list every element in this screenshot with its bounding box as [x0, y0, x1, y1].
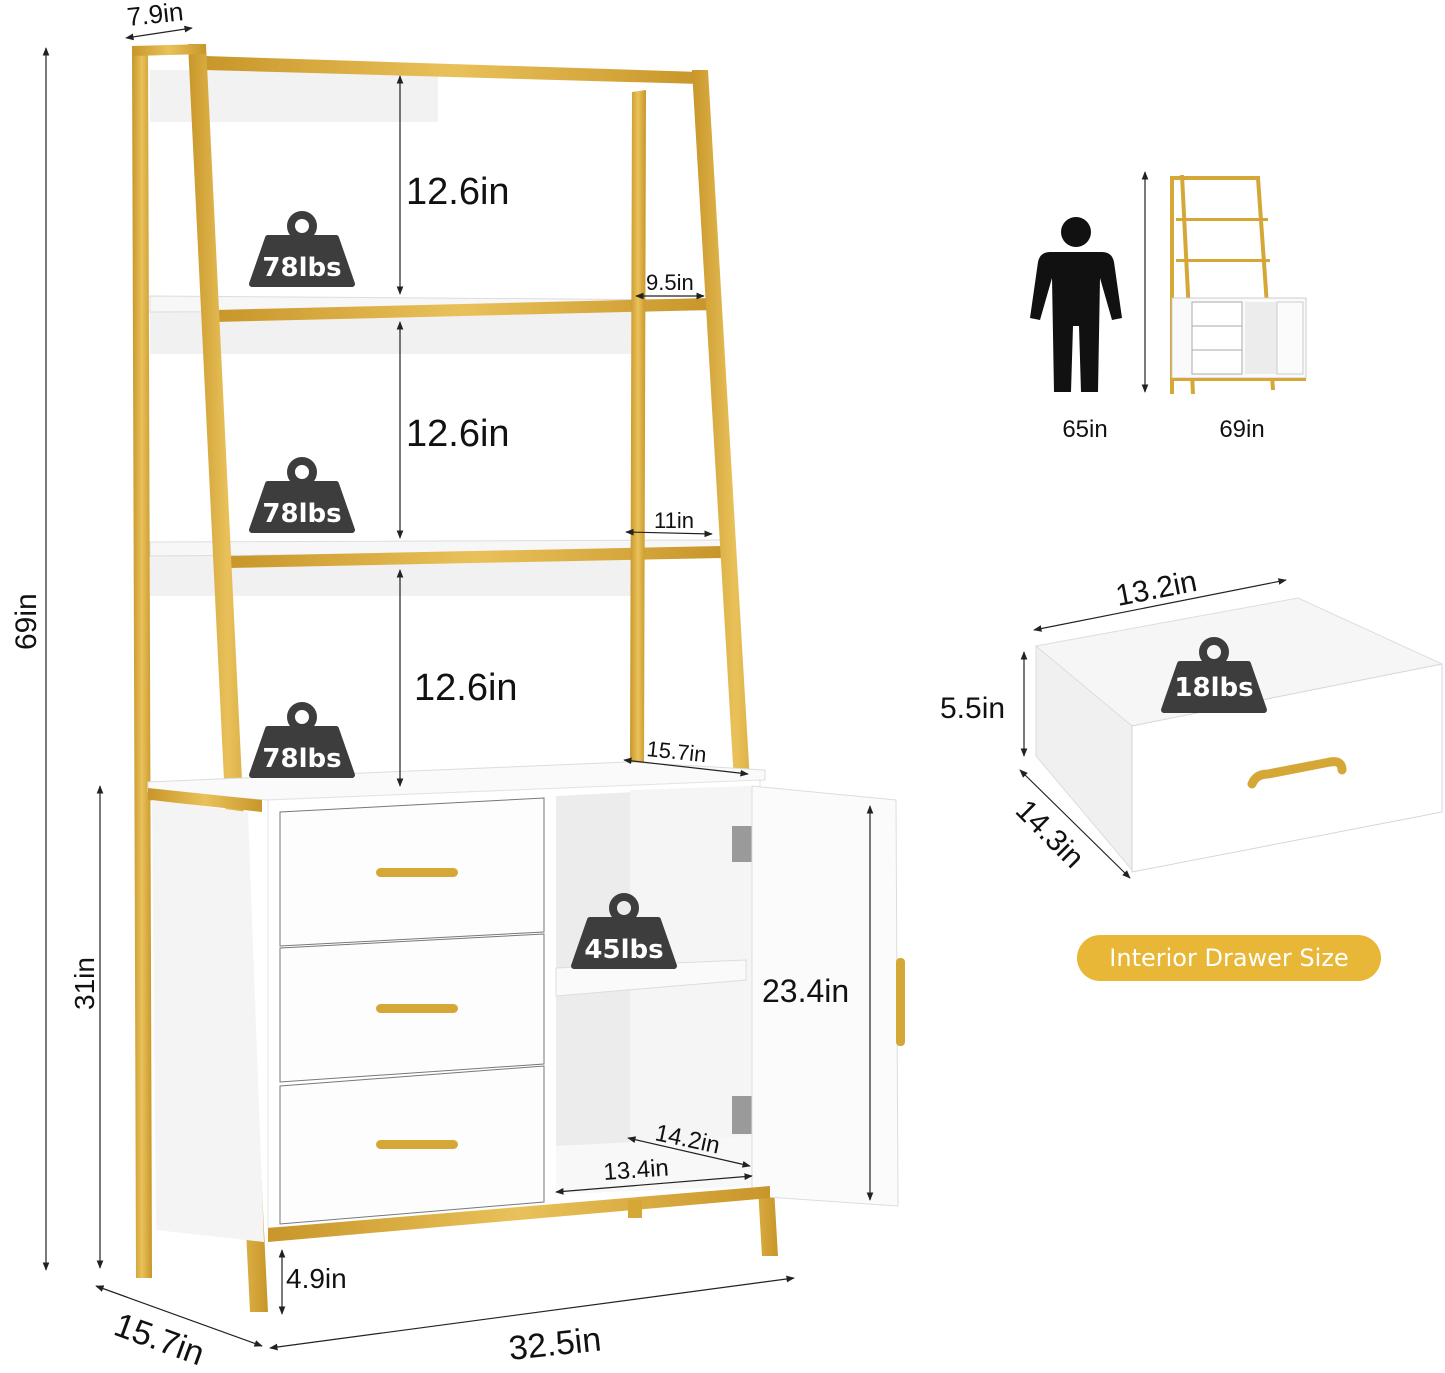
- top-left-bracket: [132, 44, 206, 56]
- depth-line: [95, 1285, 263, 1347]
- height-69-label: 69in: [10, 593, 43, 650]
- shelf-depth-1-label: 9.5in: [646, 270, 694, 295]
- top-rail: [205, 56, 700, 84]
- bottom-rail: [268, 1186, 770, 1242]
- drawer-stack: [279, 797, 545, 1225]
- back-left-post: [132, 46, 152, 1278]
- shelf-1-rail: [215, 298, 710, 322]
- shelf-2-load: 78lbs: [262, 499, 341, 529]
- shelf-3-load: 78lbs: [262, 744, 341, 774]
- weight-icon-cabinet-shelf: 45lbs: [574, 897, 674, 966]
- door-handle: [896, 958, 905, 1046]
- interior-width-line: [555, 1173, 753, 1195]
- drawer-1-handle: [376, 868, 458, 877]
- door-height-label: 23.4in: [762, 973, 849, 1009]
- top-depth-label: 7.9in: [125, 0, 184, 32]
- shelf-depth-3-line: [623, 757, 749, 777]
- interior-depth-line: [627, 1136, 751, 1168]
- cabinet-interior-back: [630, 786, 752, 1186]
- leg-clearance-label: 4.9in: [286, 1263, 347, 1294]
- top-depth-line: [125, 25, 193, 41]
- drawer-detail: 13.2in 5.5in 14.3in 18lbs: [940, 565, 1443, 879]
- cabinet-side-panel: [152, 800, 264, 1242]
- spacing-2-label: 12.6in: [406, 413, 510, 455]
- spacing-3-label: 12.6in: [414, 667, 518, 709]
- drawer-2-handle: [376, 1004, 458, 1013]
- height-31-label: 31in: [69, 957, 100, 1010]
- interior-width-label: 13.4in: [603, 1154, 670, 1185]
- dimension-labels: 69in 31in 7.9in 12.6in 12.6in 12.6in 9.5…: [10, 0, 849, 1373]
- shelf-depth-2-line: [625, 528, 713, 538]
- person-icon: [1030, 217, 1122, 392]
- height-comparison: 65in 69in: [1030, 171, 1307, 443]
- rear-leg-foot: [628, 1200, 642, 1218]
- shelf-depth-2-label: 11in: [654, 508, 694, 533]
- weight-icon-shelf-1: 78lbs: [252, 215, 352, 284]
- drawer-depth-line: [1019, 769, 1131, 879]
- person-height-label: 65in: [1062, 416, 1107, 443]
- drawer-width-label: 13.2in: [1113, 565, 1200, 613]
- drawer-3-handle: [376, 1140, 458, 1149]
- weight-icon-shelf-2: 78lbs: [252, 461, 352, 530]
- cabinet-shelf-load: 45lbs: [584, 935, 663, 965]
- shelf-2-rail: [228, 546, 722, 568]
- mini-furniture-icon: [1170, 175, 1307, 394]
- spacing-1-label: 12.6in: [406, 171, 510, 213]
- furniture-height-label: 69in: [1219, 416, 1264, 443]
- drawer-height-label: 5.5in: [940, 692, 1005, 725]
- weight-icon-shelf-3: 78lbs: [252, 706, 352, 775]
- bookshelf-cabinet-illustration: [132, 44, 905, 1312]
- shelf-1-load: 78lbs: [262, 253, 341, 283]
- width-line: [269, 1275, 795, 1351]
- weight-icon-drawer: 18lbs: [1164, 641, 1264, 710]
- cabinet-side-rail: [148, 788, 262, 812]
- back-right-post: [630, 90, 646, 770]
- drawer-width-line: [1033, 578, 1287, 632]
- cabinet-door: [751, 785, 899, 1207]
- width-label: 32.5in: [507, 1320, 603, 1367]
- shelf-depth-3-label: 15.7in: [645, 736, 707, 767]
- depth-label: 15.7in: [109, 1306, 209, 1373]
- interior-drawer-size-badge: Interior Drawer Size: [1077, 935, 1381, 981]
- dimension-lines: [42, 25, 874, 1351]
- drawer-load: 18lbs: [1174, 673, 1253, 703]
- drawer-handle: [1247, 757, 1347, 789]
